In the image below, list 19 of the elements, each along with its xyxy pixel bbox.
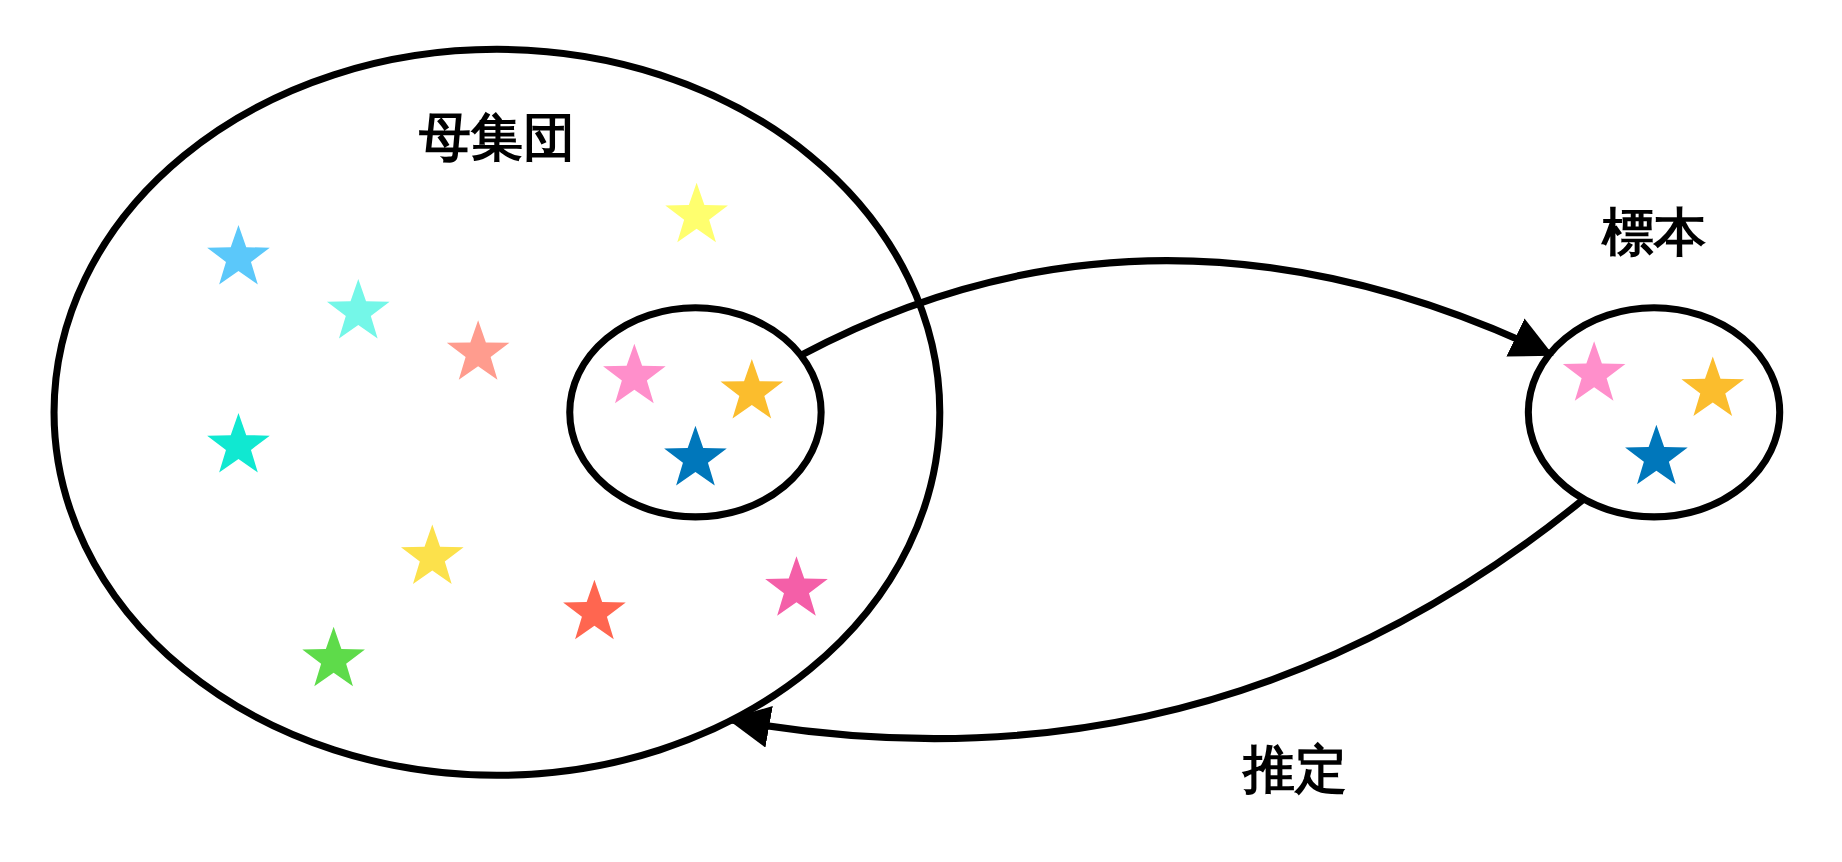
- star-shape: [1623, 422, 1690, 487]
- star-shape: [205, 411, 272, 475]
- star-shape: [399, 522, 466, 587]
- star-shape: [601, 341, 668, 406]
- star-shape: [1561, 339, 1627, 403]
- star-shape: [763, 554, 830, 618]
- star-shape: [561, 577, 628, 642]
- star-shape: [325, 277, 392, 341]
- group-ellipse: [50, 45, 944, 779]
- star-shape: [663, 180, 730, 245]
- star-shape: [300, 624, 367, 689]
- star-shape: [445, 318, 511, 382]
- arrow: [799, 257, 1554, 359]
- ellipse-shape: [566, 304, 825, 521]
- group-heading: 標本: [1602, 202, 1706, 264]
- star-shape: [1679, 354, 1746, 419]
- star-shape: [205, 223, 272, 287]
- group-heading: 母集団: [419, 106, 575, 168]
- star-shape: [662, 424, 729, 488]
